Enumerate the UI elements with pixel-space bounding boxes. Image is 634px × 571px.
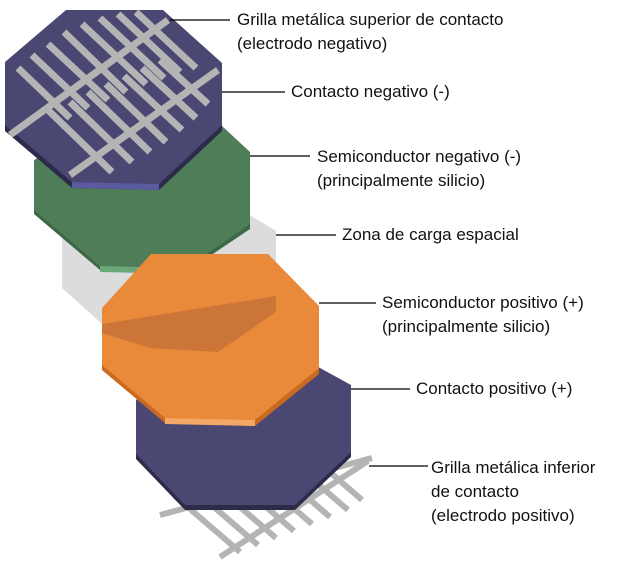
label-p-semiconductor-line2: (principalmente silicio)	[382, 317, 551, 336]
label-bottom-grid-line1: Grilla metálica inferior	[431, 458, 596, 477]
label-space-charge: Zona de carga espacial	[342, 223, 519, 247]
label-positive-contact-line1: Contacto positivo (+)	[416, 379, 573, 398]
label-positive-contact: Contacto positivo (+)	[416, 377, 572, 401]
label-n-semiconductor: Semiconductor negativo (-) (principalmen…	[317, 145, 521, 193]
label-top-grid: Grilla metálica superior de contacto (el…	[237, 8, 503, 56]
label-negative-contact-line1: Contacto negativo (-)	[291, 82, 450, 101]
label-p-semiconductor: Semiconductor positivo (+) (principalmen…	[382, 291, 584, 339]
p-semiconductor-layer	[102, 254, 319, 426]
label-p-semiconductor-line1: Semiconductor positivo (+)	[382, 293, 584, 312]
label-n-semiconductor-line2: (principalmente silicio)	[317, 171, 486, 190]
label-bottom-grid-line2: de contacto	[431, 482, 519, 501]
label-space-charge-line1: Zona de carga espacial	[342, 225, 519, 244]
top-metal-grid	[7, 9, 221, 178]
leader-lines	[170, 19, 428, 467]
label-top-grid-line1: Grilla metálica superior de contacto	[237, 10, 504, 29]
label-bottom-grid: Grilla metálica inferior de contacto (el…	[431, 456, 595, 528]
label-n-semiconductor-line1: Semiconductor negativo (-)	[317, 147, 522, 166]
label-top-grid-line2: (electrodo negativo)	[237, 34, 388, 53]
label-bottom-grid-line3: (electrodo positivo)	[431, 506, 575, 525]
label-negative-contact: Contacto negativo (-)	[291, 80, 450, 104]
